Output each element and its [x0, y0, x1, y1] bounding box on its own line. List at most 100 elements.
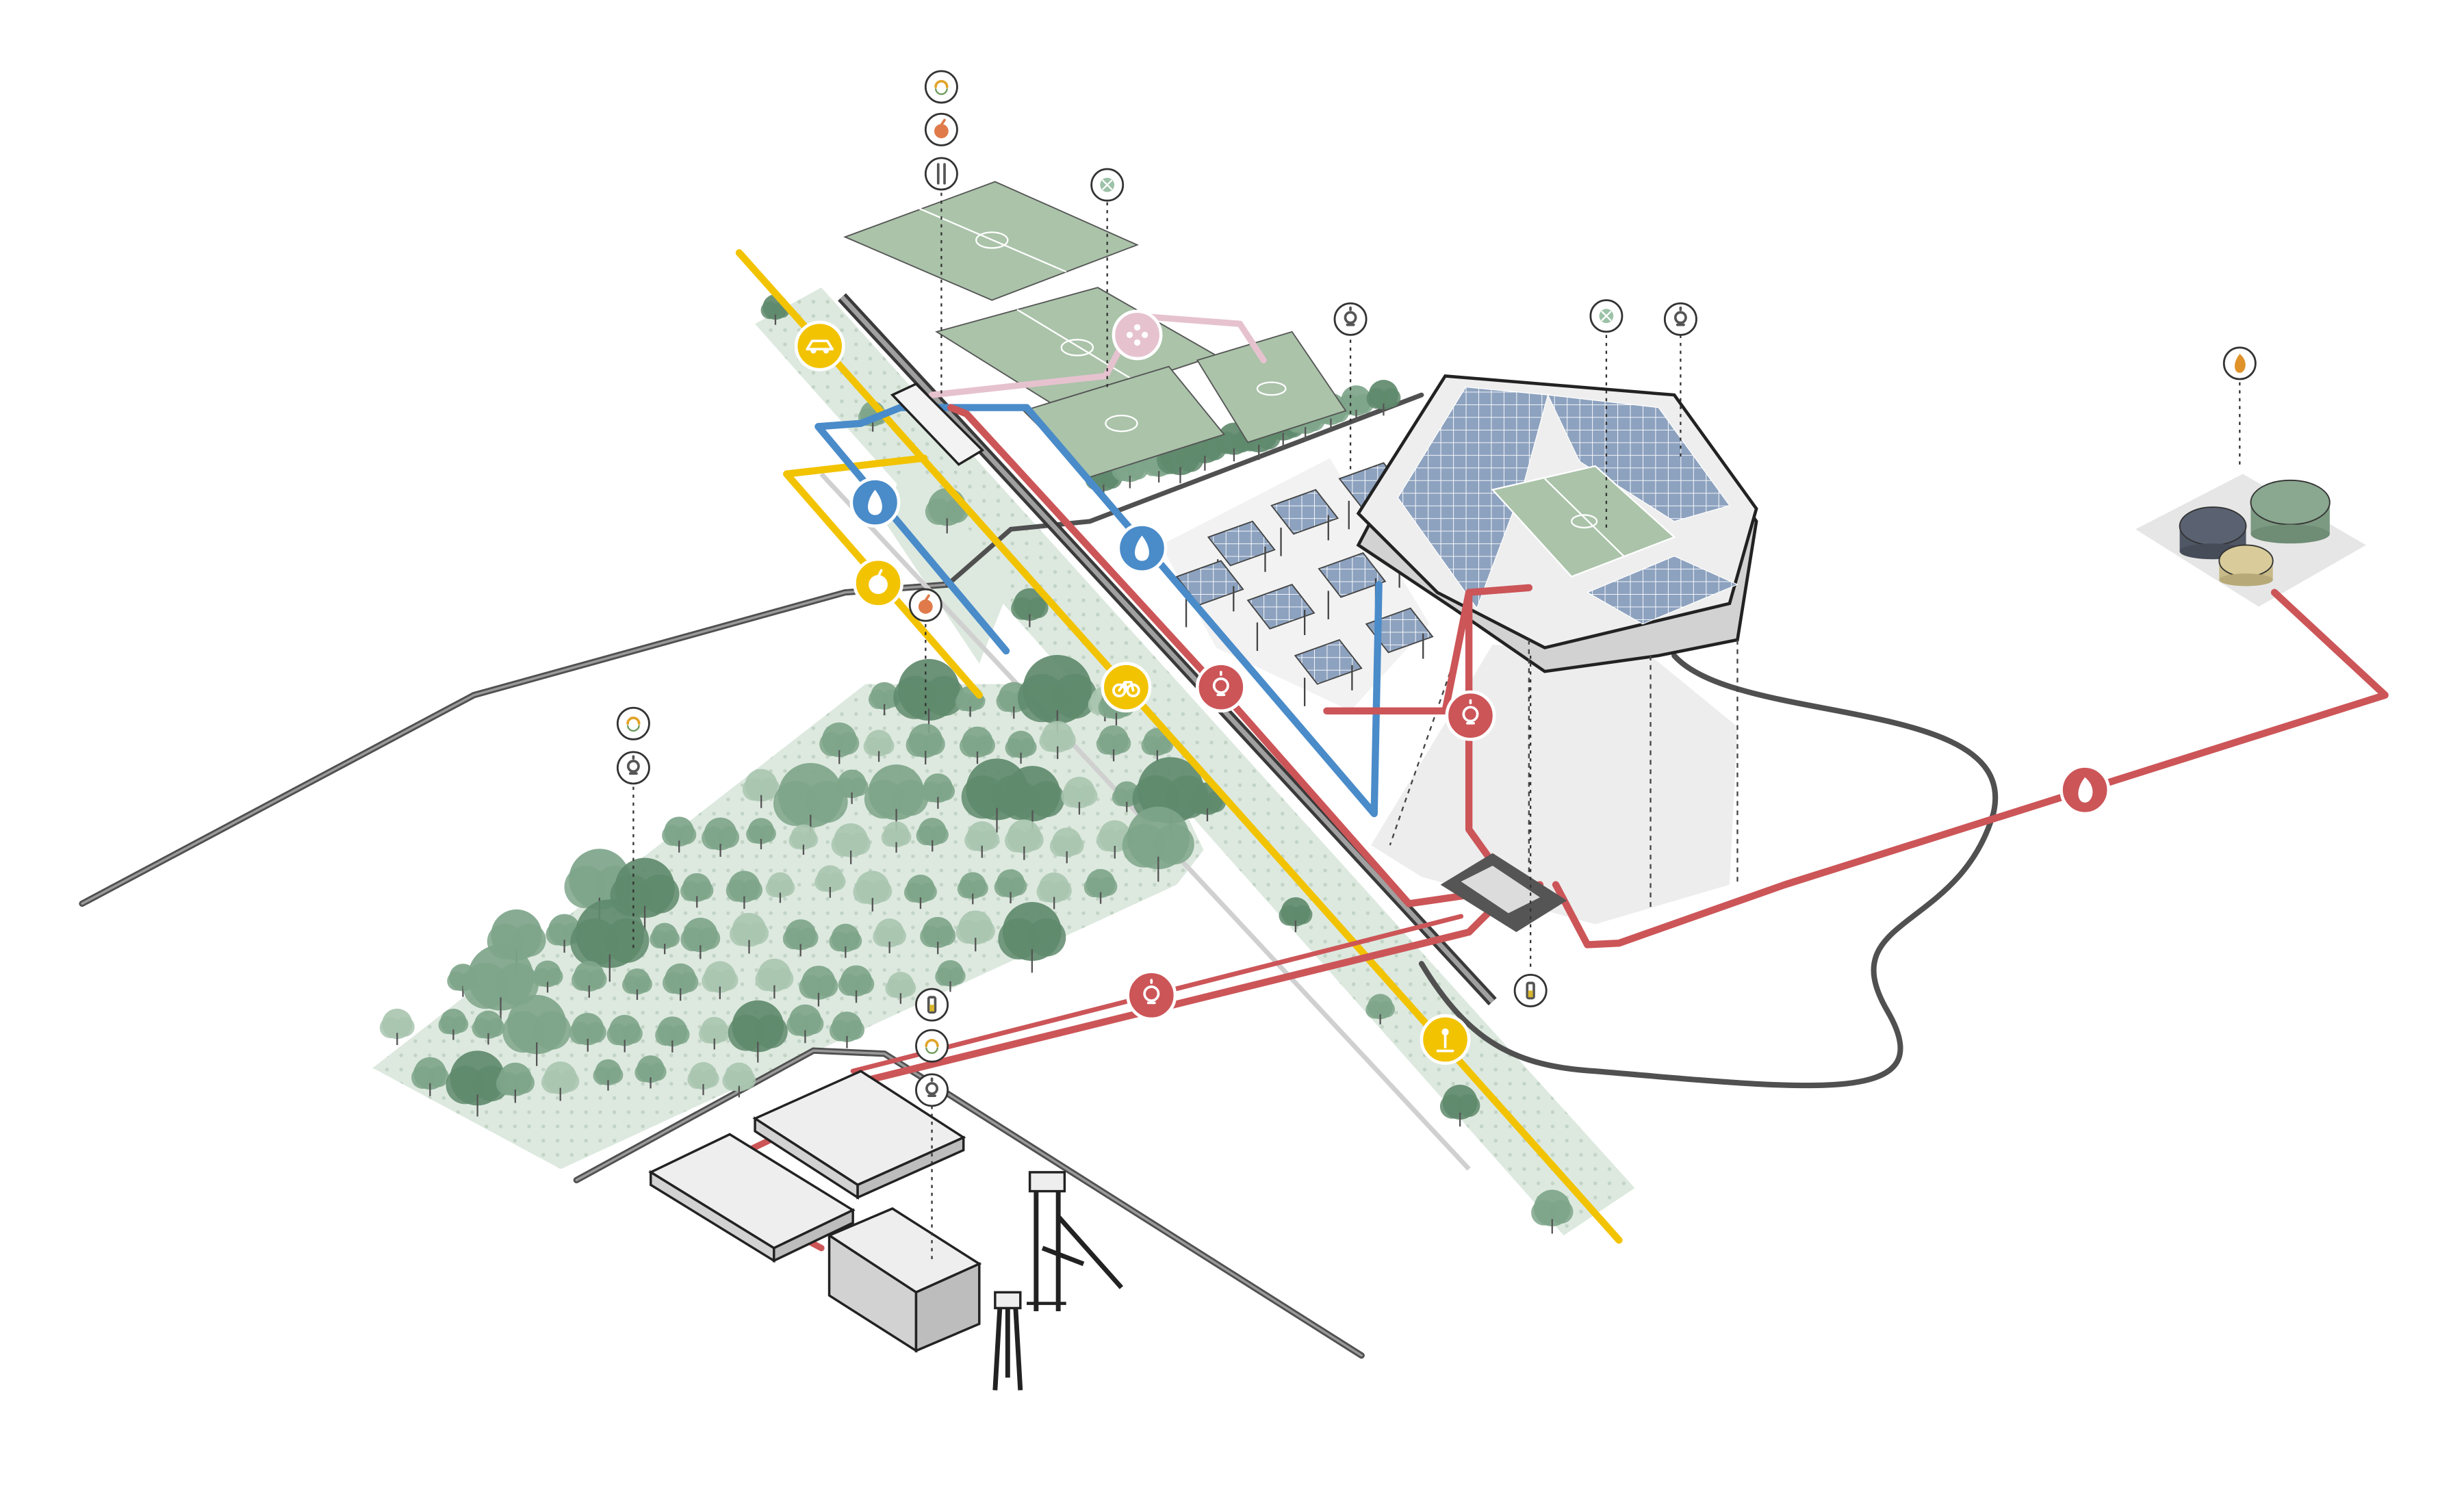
ground-layer: [372, 287, 2366, 1236]
tree: [621, 968, 652, 1000]
stadium-solar-north: [1547, 394, 1730, 522]
tree: [746, 818, 776, 849]
tree: [773, 762, 848, 841]
dome-dark: [2179, 506, 2247, 560]
tree: [864, 764, 929, 831]
tree: [569, 1013, 606, 1052]
tree: [755, 958, 794, 999]
building-west: [648, 1133, 856, 1263]
tree: [1083, 868, 1118, 904]
tree: [863, 730, 895, 762]
tree: [680, 873, 714, 908]
battery-icon: [1513, 973, 1548, 1007]
car-icon: [794, 320, 845, 372]
tree: [955, 910, 995, 952]
tree: [438, 1008, 469, 1040]
tree: [782, 919, 819, 957]
tree: [885, 972, 916, 1004]
tree: [463, 944, 539, 1024]
road-south-inner: [575, 1049, 1363, 1357]
tree: [906, 723, 945, 765]
headframe-large: [1026, 1171, 1124, 1312]
tree: [1122, 806, 1194, 882]
tree: [702, 817, 740, 857]
solar-carport: [1270, 489, 1339, 556]
sports-field-1: [843, 181, 1139, 301]
cutlery-icon: [924, 157, 958, 191]
tree: [853, 870, 893, 912]
stadium: [1356, 374, 1758, 909]
tree: [1279, 897, 1313, 933]
tree: [541, 1061, 580, 1101]
grass-icon: [1090, 168, 1125, 202]
tree: [935, 959, 966, 992]
tree: [1188, 782, 1227, 822]
biogas-plot: [2135, 474, 2366, 607]
corridor-branch: [884, 450, 1011, 664]
tree: [1005, 730, 1037, 764]
tree: [998, 902, 1066, 973]
light-icon: [1195, 662, 1246, 713]
light-icon: [1445, 690, 1496, 741]
tree: [606, 1014, 643, 1053]
tree: [1061, 777, 1098, 815]
tree: [698, 1016, 730, 1050]
flow-red-biogas: [1552, 589, 2389, 949]
trees: [379, 294, 1574, 1234]
tree: [680, 918, 721, 959]
tree: [742, 769, 780, 808]
tree: [831, 823, 871, 864]
tree: [959, 726, 996, 764]
tree: [650, 923, 680, 955]
recycle-icon: [616, 706, 650, 740]
tree: [1004, 819, 1044, 860]
person-icon: [1420, 1014, 1471, 1065]
sports-fields: [843, 181, 1347, 478]
lightbulb-icon: [1663, 302, 1697, 336]
tree: [881, 821, 912, 853]
tree: [1531, 1189, 1574, 1234]
tree: [729, 912, 769, 954]
water-drop-icon: [849, 477, 901, 528]
lightbulb-icon: [1333, 302, 1368, 336]
grass-icon: [1589, 299, 1624, 333]
tree: [379, 1008, 415, 1046]
tree: [687, 1061, 719, 1096]
stadium-solar-west: [1397, 386, 1549, 609]
sports-field-3: [1196, 331, 1347, 443]
food-icon: [853, 557, 903, 608]
tree: [634, 1055, 667, 1089]
tree: [829, 923, 862, 958]
building-north: [752, 1070, 966, 1200]
tree: [994, 869, 1027, 904]
recycle-icon: [924, 70, 958, 104]
tree: [663, 963, 699, 1001]
flow-blue-west: [814, 404, 1383, 818]
road-east-curve: [1418, 652, 1999, 1089]
building-box: [826, 1207, 982, 1353]
tree: [570, 899, 650, 982]
tree: [1000, 766, 1065, 833]
tree: [702, 961, 739, 1000]
light-icon: [1126, 970, 1177, 1021]
tree: [1366, 380, 1401, 416]
tree: [572, 961, 607, 998]
lightbulb-icon: [616, 751, 650, 785]
headframe-small: [992, 1291, 1023, 1391]
tree: [873, 918, 906, 953]
solar-carport: [1207, 520, 1276, 588]
tree: [728, 1000, 788, 1063]
tree: [662, 816, 697, 853]
tree: [964, 821, 1000, 858]
tree: [1049, 827, 1084, 864]
fire-icon: [2059, 764, 2111, 816]
dome-sand: [2218, 544, 2274, 586]
tree: [829, 1011, 865, 1048]
bicycle-icon: [1101, 662, 1152, 713]
recycle-icon: [915, 1029, 949, 1063]
stadium-solar-south: [1586, 555, 1738, 625]
tree: [814, 865, 846, 898]
lightbulb-icon: [915, 1073, 949, 1107]
tree: [1365, 994, 1396, 1024]
